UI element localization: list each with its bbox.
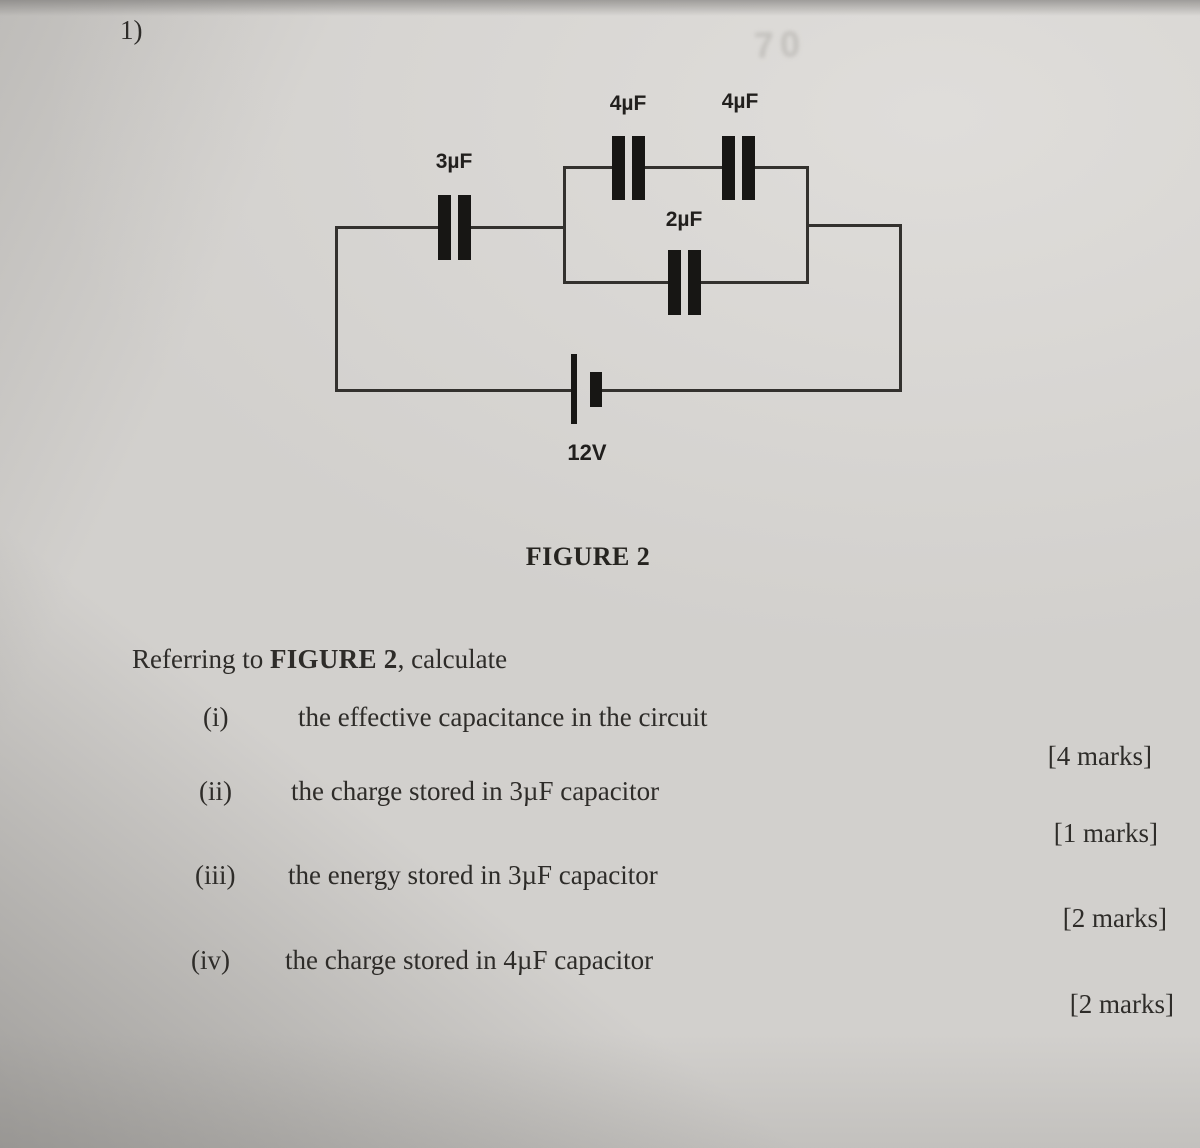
- item-i-marks: [4 marks]: [1047, 741, 1152, 771]
- item-iv-marks: [2 marks]: [1069, 989, 1174, 1019]
- item-ii-marks: [1 marks]: [1053, 818, 1158, 848]
- wire-left-a: [335, 226, 438, 229]
- wire-inner-left: [563, 166, 566, 284]
- battery-long-plate: [571, 354, 577, 424]
- bleedthrough-mark: 70: [753, 23, 807, 66]
- wire-bottom-a: [335, 389, 571, 392]
- wire-outer-right: [899, 224, 902, 392]
- item-ii-text: the charge stored in 3µF capacitor: [291, 776, 660, 806]
- item-ii-number: (ii): [199, 776, 232, 806]
- capacitor-3uf-plate-left: [438, 195, 451, 260]
- capacitor-3uf-plate-right: [458, 195, 471, 260]
- wire-top-c: [755, 166, 809, 169]
- wire-top-a: [563, 166, 612, 169]
- item-iii-marks: [2 marks]: [1062, 903, 1167, 933]
- wire-top-b: [645, 166, 722, 169]
- wire-right: [807, 224, 902, 227]
- question-intro: Referring to FIGURE 2, calculate: [132, 644, 508, 675]
- capacitor-4uf-left-label: 4µF: [609, 92, 647, 115]
- item-iv-text: the charge stored in 4µF capacitor: [285, 945, 654, 975]
- capacitor-4uf-right-label: 4µF: [721, 90, 759, 113]
- battery-short-plate: [590, 372, 602, 407]
- wire-inner-bottom-b: [701, 281, 809, 284]
- capacitor-4uf-right-plate-right: [742, 136, 755, 200]
- wire-left-b: [471, 226, 564, 229]
- wire-outer-left: [335, 226, 338, 392]
- item-i-text: the effective capacitance in the circuit: [298, 702, 708, 732]
- figure-caption: FIGURE 2: [525, 542, 651, 571]
- capacitor-2uf-plate-right: [688, 250, 701, 315]
- capacitor-4uf-left-plate-right: [632, 136, 645, 200]
- wire-bottom-b: [602, 389, 902, 392]
- capacitor-4uf-right-plate-left: [722, 136, 735, 200]
- capacitor-3uf-label: 3µF: [435, 150, 473, 173]
- battery-voltage-label: 12V: [567, 440, 607, 465]
- capacitor-4uf-left-plate-left: [612, 136, 625, 200]
- capacitor-2uf-label: 2µF: [665, 208, 703, 231]
- wire-inner-right: [806, 166, 809, 284]
- item-i-number: (i): [203, 702, 229, 732]
- item-iv-number: (iv): [191, 945, 230, 975]
- item-iii-text: the energy stored in 3µF capacitor: [288, 860, 658, 890]
- capacitor-2uf-plate-left: [668, 250, 681, 315]
- intro-suffix: , calculate: [397, 644, 508, 674]
- item-iii-number: (iii): [195, 860, 236, 890]
- intro-figure-ref: FIGURE 2: [269, 644, 398, 674]
- intro-prefix: Referring to: [132, 644, 270, 674]
- question-number: 1): [120, 15, 143, 45]
- wire-inner-bottom-a: [563, 281, 668, 284]
